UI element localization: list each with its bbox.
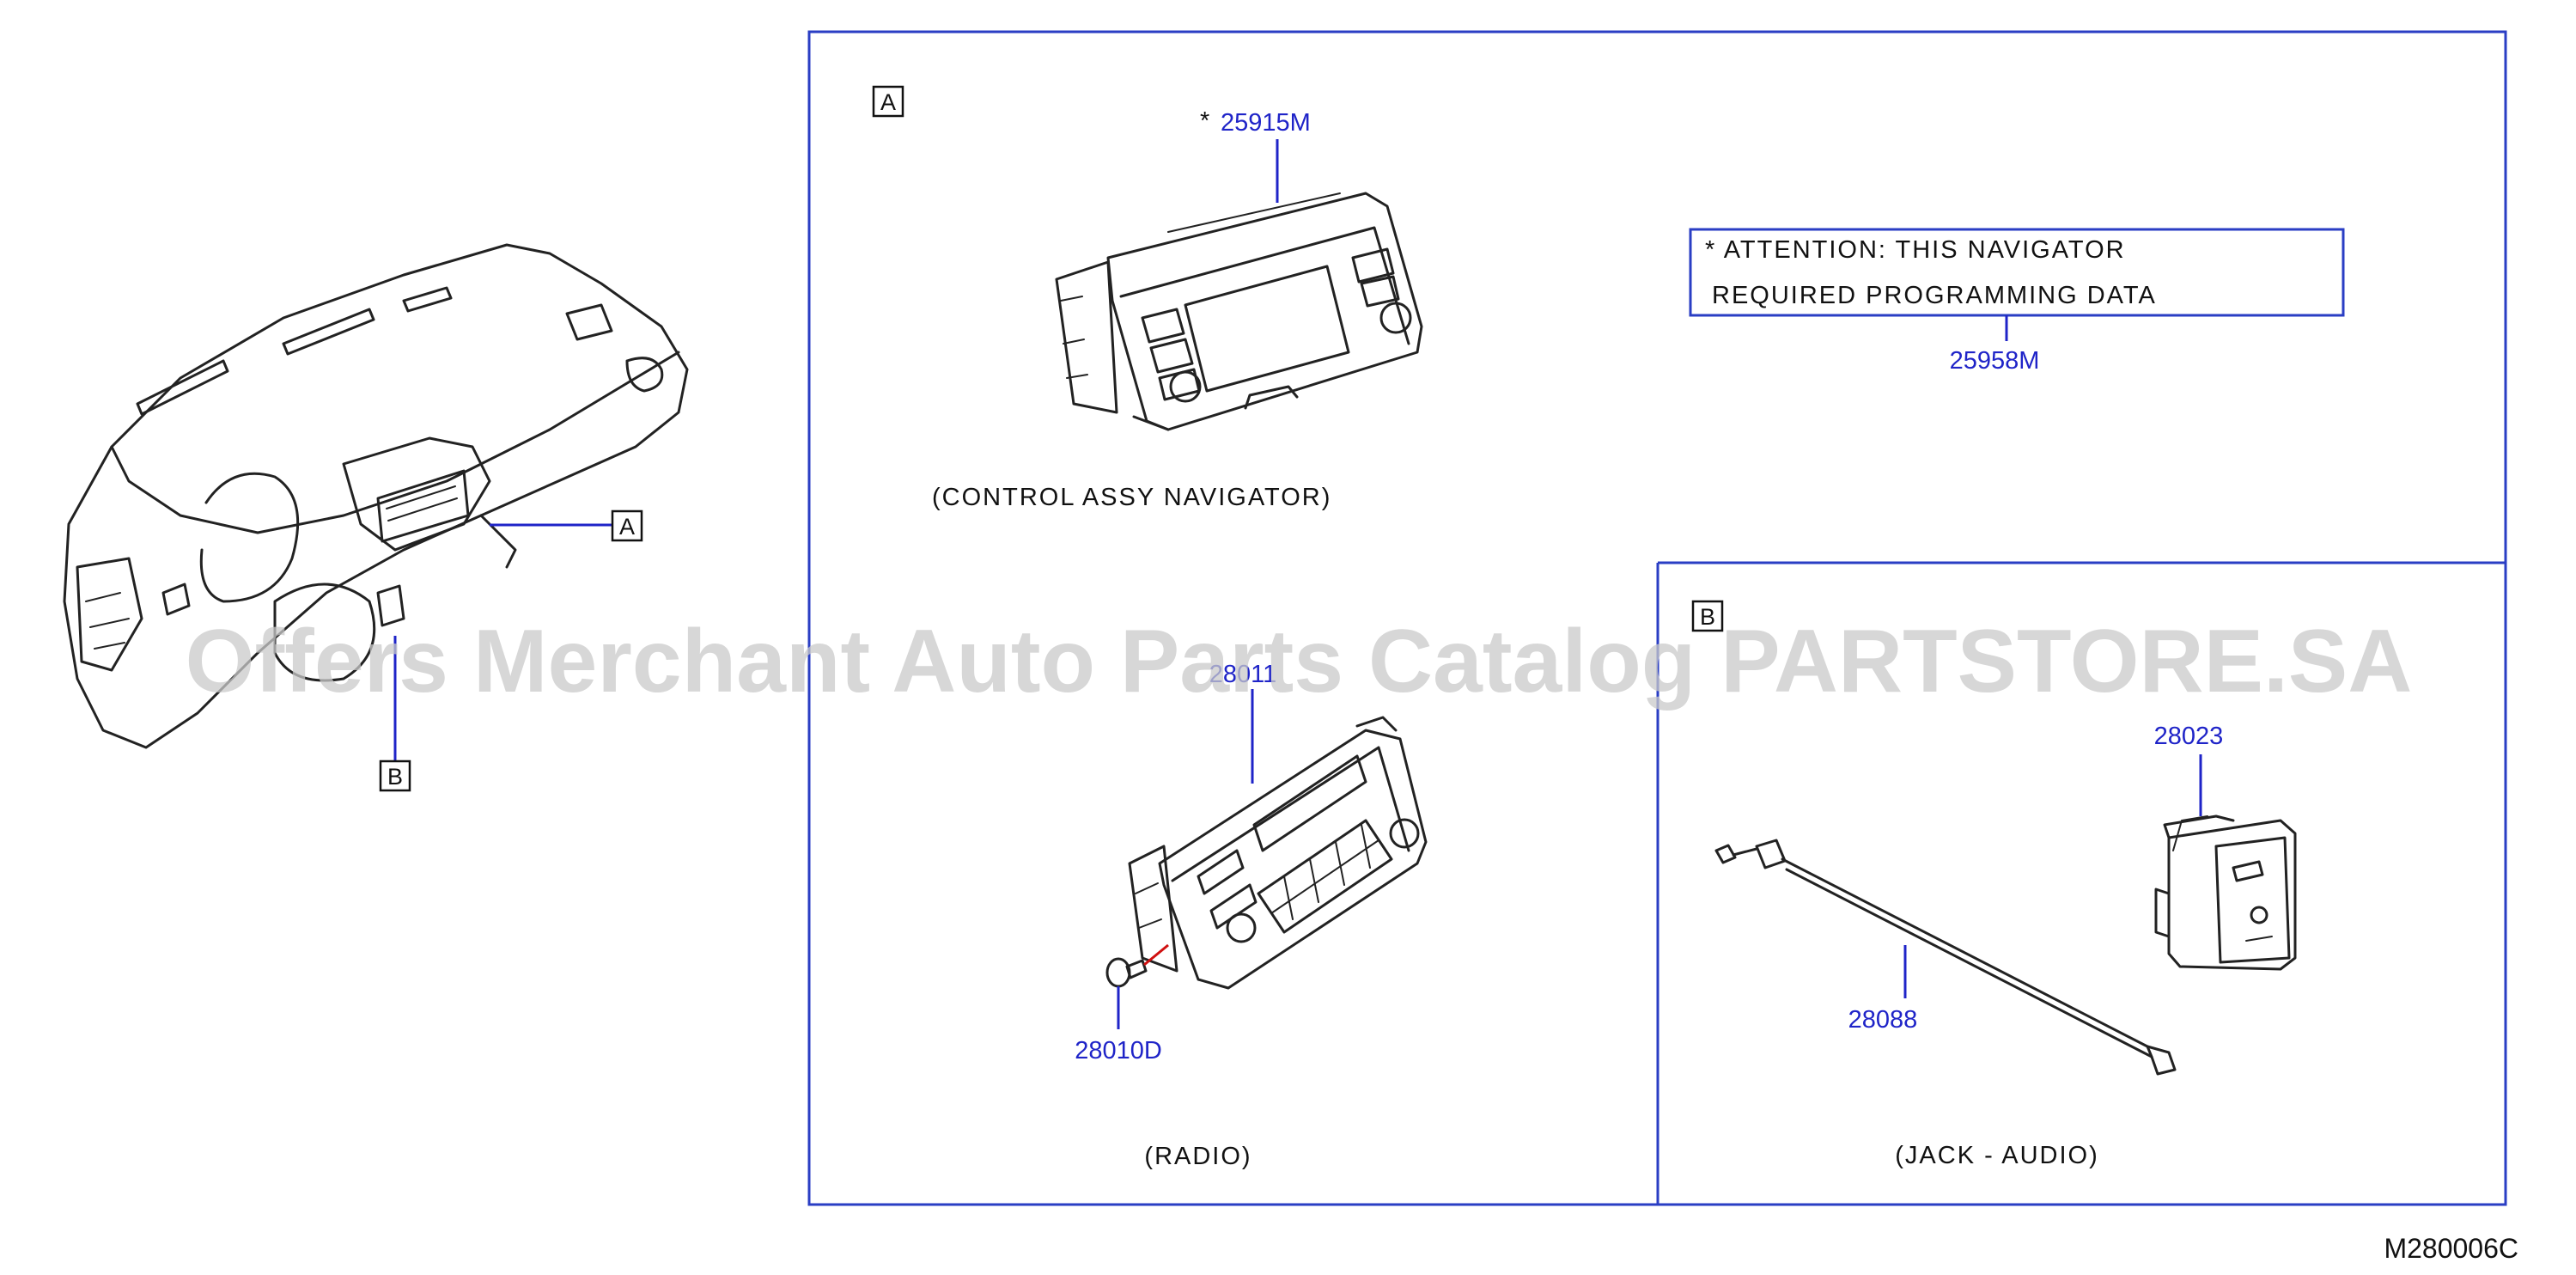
part-number-attention: 25958M xyxy=(1950,347,2040,375)
frame-b xyxy=(1656,561,2506,1205)
caption-radio: (RADIO) xyxy=(1144,1143,1251,1170)
part-number-cable: 28088 xyxy=(1848,1006,1918,1034)
navigator-unit-illustration xyxy=(1055,192,1423,431)
attention-box xyxy=(1689,228,2345,317)
marker-b-left: B xyxy=(387,764,403,790)
attention-line-1: * ATTENTION: THIS NAVIGATOR xyxy=(1705,236,2126,264)
jack-illustration xyxy=(2154,814,2297,971)
caption-jack: (JACK - AUDIO) xyxy=(1895,1142,2098,1169)
marker-a: A xyxy=(880,89,896,115)
marker-box-a-left xyxy=(611,509,643,542)
part-number-radio-unit: 28011 xyxy=(1209,661,1277,688)
part-number-jack: 28023 xyxy=(2154,723,2224,750)
marker-box-a xyxy=(872,85,904,118)
attention-line-2: REQUIRED PROGRAMMING DATA xyxy=(1712,282,2157,309)
part-number-nav-unit: 25915M xyxy=(1221,109,1311,137)
radio-unit-illustration xyxy=(1128,716,1428,990)
diagram-code: M280006C xyxy=(2384,1233,2518,1264)
marker-box-b-left xyxy=(379,760,411,792)
radio-screw-illustration xyxy=(1105,957,1148,988)
nav-unit-mark: * xyxy=(1200,107,1209,135)
marker-a-left: A xyxy=(619,514,635,540)
marker-b: B xyxy=(1700,604,1715,630)
marker-box-b xyxy=(1691,600,1724,632)
caption-navigator: (CONTROL ASSY NAVIGATOR) xyxy=(932,484,1331,511)
watermark-text: Offers Merchant Auto Parts Catalog PARTS… xyxy=(186,612,2413,711)
cable-illustration xyxy=(1714,839,2177,1076)
frame-a xyxy=(807,30,2507,1206)
part-number-radio-screw: 28010D xyxy=(1075,1037,1162,1065)
leader-screw-red xyxy=(1143,943,1169,967)
dashboard-illustration xyxy=(63,243,689,749)
